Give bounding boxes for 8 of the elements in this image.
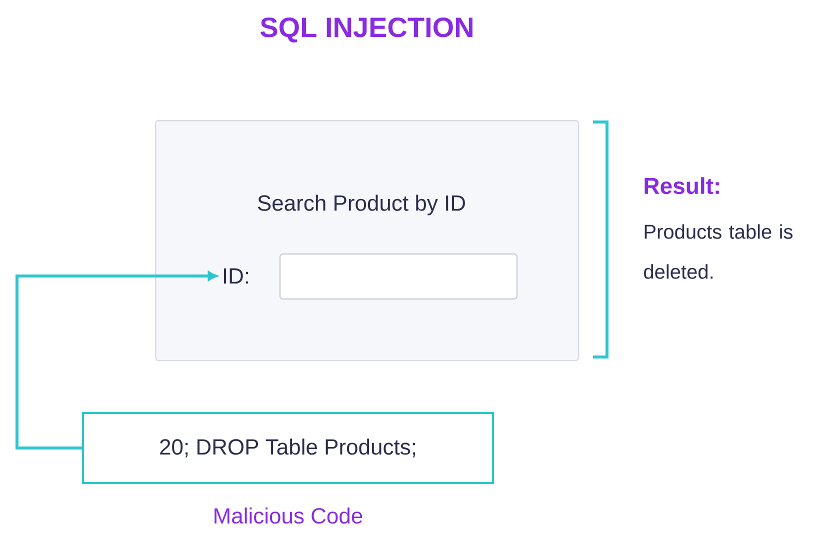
- input-field: [279, 253, 518, 300]
- field-label: ID:: [224, 268, 248, 284]
- result-heading: Result:: [644, 177, 719, 194]
- result-text: Products table is deleted.: [644, 224, 792, 279]
- node-label: Malicious Code: [214, 508, 362, 524]
- title: SQL INJECTION: [260, 17, 472, 43]
- arrow: [16, 271, 218, 450]
- code-box: 20; DROP Table Products;: [82, 412, 494, 484]
